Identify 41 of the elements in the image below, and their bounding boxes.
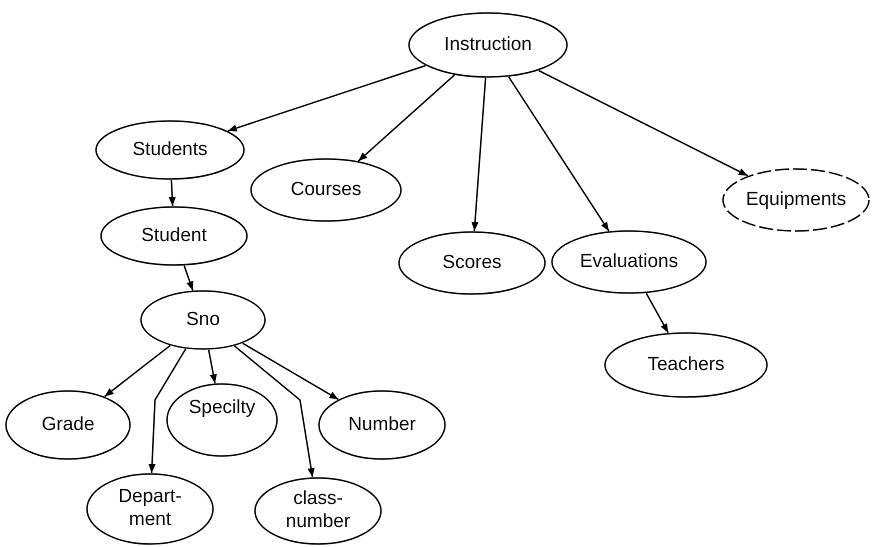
ellipse-node xyxy=(722,168,870,232)
node-label: class- number xyxy=(284,488,352,534)
node-label: Scores xyxy=(442,252,502,274)
node-label: Grade xyxy=(42,414,94,436)
node-label: Number xyxy=(348,414,416,436)
arrow xyxy=(228,64,426,132)
arrow xyxy=(508,76,610,232)
ellipse-node xyxy=(318,390,446,460)
node-label: Teachers xyxy=(647,354,725,376)
node-label: Specilty xyxy=(188,397,256,420)
arrow xyxy=(358,74,456,162)
ellipse-node xyxy=(408,12,568,78)
node-label: Evaluations xyxy=(580,250,678,274)
arrow xyxy=(208,350,217,384)
arrow xyxy=(148,348,186,474)
ellipse-node xyxy=(398,231,546,295)
arrow xyxy=(234,345,315,478)
arrow xyxy=(168,180,176,206)
ellipse-node xyxy=(166,383,278,457)
arrow xyxy=(538,70,748,176)
node-label: Student xyxy=(141,224,207,248)
node-label: Equipments xyxy=(746,188,846,212)
arrow xyxy=(646,292,669,334)
arrow xyxy=(104,345,171,398)
ellipse-node xyxy=(95,120,245,180)
node-label: Courses xyxy=(290,178,362,202)
ellipse-node xyxy=(140,290,266,350)
ellipse-node xyxy=(254,477,382,545)
node-label: Sno xyxy=(186,308,220,332)
node-label: Students xyxy=(132,138,208,162)
node-label: Instruction xyxy=(444,34,532,56)
ellipse-node xyxy=(5,390,131,460)
arrow xyxy=(471,78,486,232)
ellipse-node xyxy=(86,473,214,545)
ellipse-node xyxy=(250,158,402,222)
ellipse-node xyxy=(100,206,248,266)
arrow xyxy=(242,342,339,400)
node-label: Depart- ment xyxy=(117,486,183,532)
arrow xyxy=(184,265,194,291)
ellipse-node xyxy=(604,332,768,398)
ellipse-node xyxy=(551,230,707,294)
